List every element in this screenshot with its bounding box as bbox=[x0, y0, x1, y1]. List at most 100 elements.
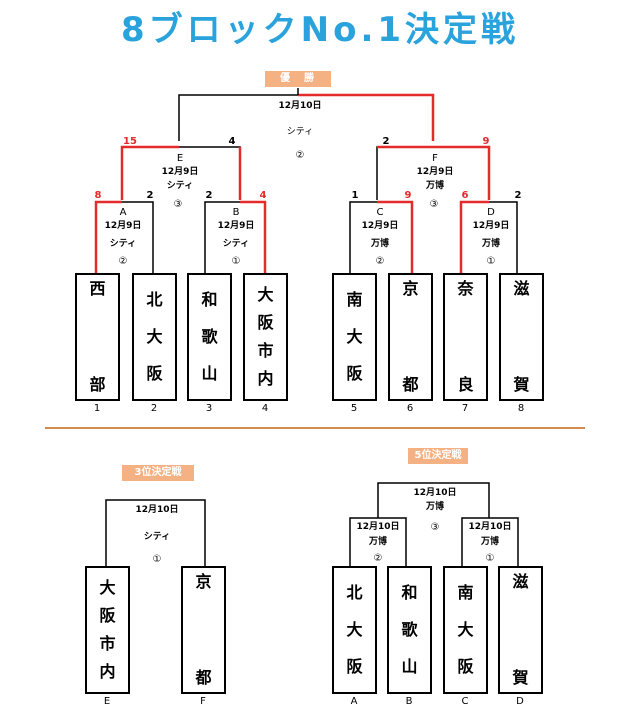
final-line-right bbox=[298, 93, 435, 141]
team-number-7: 7 bbox=[461, 403, 469, 414]
qf-a-line-right bbox=[122, 201, 154, 273]
qf-c-line-left bbox=[349, 201, 377, 273]
fifth-final-date: 12月10日 bbox=[413, 488, 457, 498]
third-court: ① bbox=[152, 554, 162, 565]
qf-b-score-left: 2 bbox=[205, 190, 213, 201]
team-box-1: 西部 bbox=[75, 273, 120, 401]
fifth-semi-2-line bbox=[461, 517, 519, 566]
team-box-6: 京都 bbox=[388, 273, 433, 401]
semi-e-letter: E bbox=[176, 153, 184, 164]
fifth-semi-1-date: 12月10日 bbox=[356, 522, 400, 532]
qf-c-date: 12月9日 bbox=[361, 221, 399, 231]
team-box-3: 和歌山 bbox=[187, 273, 232, 401]
qf-d-score-left: 6 bbox=[461, 190, 469, 201]
third-venue: シティ bbox=[143, 532, 171, 542]
qf-d-letter: D bbox=[487, 207, 495, 218]
fifth-team-box-b: 和歌山 bbox=[387, 566, 432, 694]
team-number-8: 8 bbox=[517, 403, 525, 414]
qf-d-venue: 万博 bbox=[481, 239, 500, 249]
qf-a-score-right: 2 bbox=[146, 190, 154, 201]
qf-a-court: ② bbox=[118, 256, 128, 267]
team-number-2: 2 bbox=[150, 403, 158, 414]
final-venue: シティ bbox=[286, 127, 314, 137]
third-label-f: F bbox=[200, 696, 206, 707]
third-place-badge: 3位決定戦 bbox=[122, 465, 194, 481]
third-team-box-e: 大阪市内 bbox=[85, 566, 130, 694]
qf-c-score-left: 1 bbox=[351, 190, 359, 201]
fifth-semi-2-court: ① bbox=[485, 553, 495, 564]
fifth-semi-2-date: 12月10日 bbox=[468, 522, 512, 532]
fifth-label-d: D bbox=[516, 696, 524, 707]
team-box-2: 北大阪 bbox=[132, 273, 177, 401]
fifth-semi-1-line bbox=[349, 517, 407, 566]
qf-c-letter: C bbox=[376, 207, 384, 218]
qf-b-court: ① bbox=[231, 256, 241, 267]
qf-a-venue: シティ bbox=[109, 239, 137, 249]
team-box-5: 南大阪 bbox=[332, 273, 377, 401]
fifth-place-badge: 5位決定戦 bbox=[408, 448, 468, 464]
semi-f-venue: 万博 bbox=[425, 181, 444, 191]
qf-a-letter: A bbox=[119, 207, 127, 218]
semi-e-date: 12月9日 bbox=[161, 167, 199, 177]
team-number-1: 1 bbox=[93, 403, 101, 414]
team-number-5: 5 bbox=[350, 403, 358, 414]
third-label-e: E bbox=[103, 696, 111, 707]
fifth-team-box-c: 南大阪 bbox=[443, 566, 488, 694]
qf-c-court: ② bbox=[375, 256, 385, 267]
semi-f-letter: F bbox=[432, 153, 438, 164]
semi-e-score-right: 4 bbox=[228, 136, 236, 147]
fifth-semi-1-court: ② bbox=[373, 553, 383, 564]
team-box-4: 大阪市内 bbox=[243, 273, 288, 401]
third-line bbox=[105, 499, 206, 566]
team-box-7: 奈良 bbox=[443, 273, 488, 401]
fifth-team-box-a: 北大阪 bbox=[332, 566, 377, 694]
page-title: 8ブロックNo.1決定戦 bbox=[120, 10, 520, 50]
qf-b-letter: B bbox=[232, 207, 240, 218]
final-line-left bbox=[178, 94, 298, 141]
semi-e-line-left bbox=[120, 145, 179, 200]
team-number-3: 3 bbox=[205, 403, 213, 414]
qf-d-line-right bbox=[489, 201, 518, 273]
qf-b-venue: シティ bbox=[222, 239, 250, 249]
qf-d-date: 12月9日 bbox=[472, 221, 510, 231]
fifth-semi-1-venue: 万博 bbox=[368, 537, 387, 547]
semi-f-score-right: 9 bbox=[482, 136, 490, 147]
qf-d-court: ① bbox=[486, 256, 496, 267]
qf-c-line-right bbox=[377, 200, 414, 273]
qf-b-score-right: 4 bbox=[259, 190, 267, 201]
third-team-box-f: 京都 bbox=[181, 566, 226, 694]
team-number-4: 4 bbox=[261, 403, 269, 414]
fifth-label-c: C bbox=[461, 696, 469, 707]
qf-b-date: 12月9日 bbox=[217, 221, 255, 231]
semi-f-court: ③ bbox=[429, 199, 439, 210]
qf-b-line-right bbox=[240, 200, 267, 273]
semi-e-venue: シティ bbox=[166, 181, 194, 191]
team-number-6: 6 bbox=[406, 403, 414, 414]
fifth-final-venue: 万博 bbox=[425, 502, 444, 512]
fifth-team-box-d: 滋賀 bbox=[498, 566, 543, 694]
third-date: 12月10日 bbox=[135, 505, 179, 515]
qf-a-score-left: 8 bbox=[94, 190, 102, 201]
qf-b-line-left bbox=[204, 201, 240, 273]
final-court: ② bbox=[295, 150, 305, 161]
fifth-label-a: A bbox=[350, 696, 358, 707]
fifth-semi-2-venue: 万博 bbox=[480, 537, 499, 547]
qf-c-venue: 万博 bbox=[370, 239, 389, 249]
fifth-final-line bbox=[377, 482, 490, 518]
section-divider bbox=[45, 427, 585, 429]
semi-f-score-left: 2 bbox=[382, 136, 390, 147]
semi-e-score-left: 15 bbox=[123, 136, 137, 147]
champion-badge: 優 勝 bbox=[265, 71, 331, 87]
qf-d-line-left bbox=[459, 200, 489, 273]
qf-c-score-right: 9 bbox=[404, 190, 412, 201]
fifth-label-b: B bbox=[405, 696, 413, 707]
qf-d-score-right: 2 bbox=[514, 190, 522, 201]
qf-a-date: 12月9日 bbox=[104, 221, 142, 231]
qf-a-line-left bbox=[94, 200, 122, 273]
semi-f-line-right bbox=[377, 145, 491, 200]
final-date: 12月10日 bbox=[278, 101, 322, 111]
semi-f-date: 12月9日 bbox=[416, 167, 454, 177]
team-box-8: 滋賀 bbox=[499, 273, 544, 401]
semi-e-court: ③ bbox=[173, 199, 183, 210]
